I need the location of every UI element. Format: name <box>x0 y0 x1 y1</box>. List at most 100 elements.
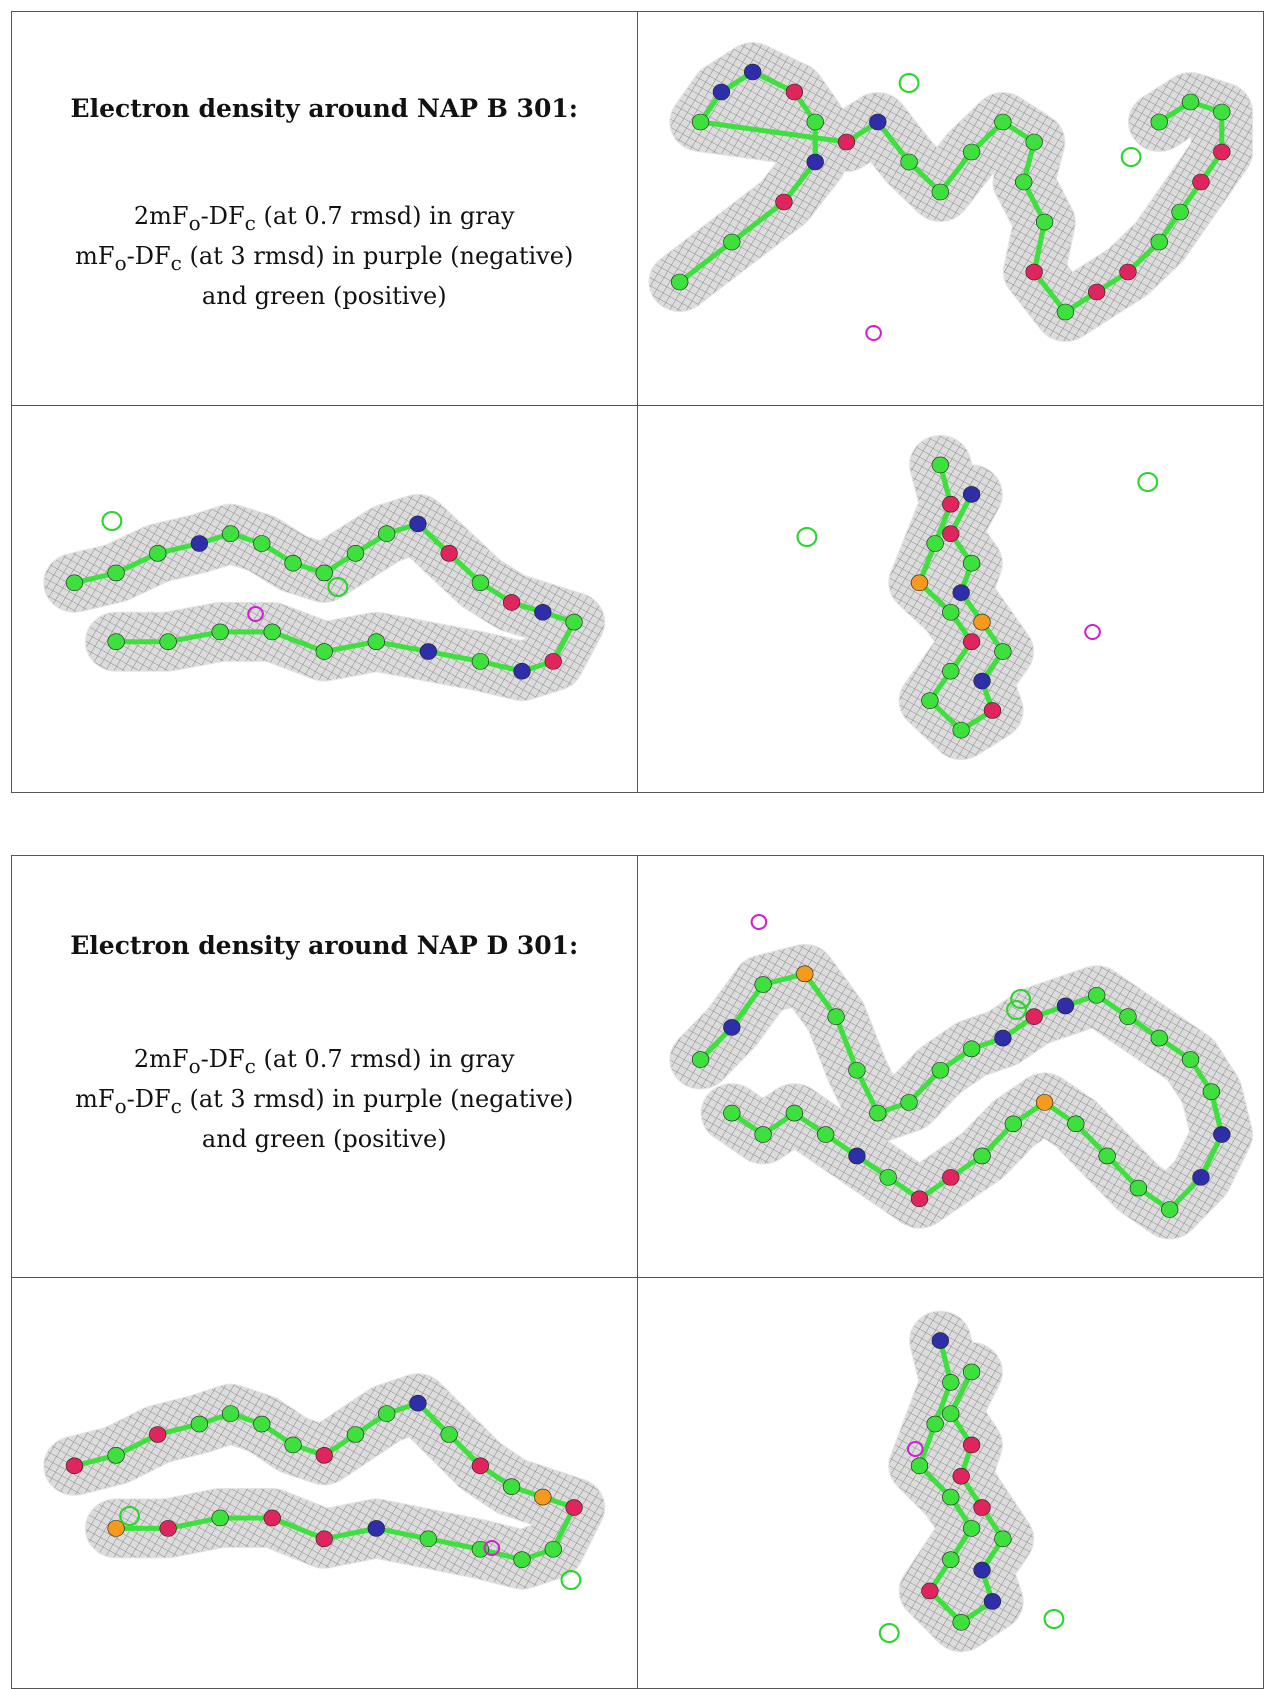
atom <box>1066 1115 1085 1133</box>
line2-prefix: mF <box>75 241 115 270</box>
atom <box>221 525 240 542</box>
atom <box>952 1467 970 1485</box>
nap-b-desc-line1: 2mFo-DFc (at 0.7 rmsd) in gray <box>12 200 637 240</box>
atom <box>993 113 1012 131</box>
line2-sub: o <box>114 250 127 275</box>
positive-density-blob <box>327 577 349 597</box>
positive-density-blob <box>1009 989 1031 1009</box>
nap-d-row-top: Electron density around NAP D 301: 2mFo-… <box>12 856 1263 1278</box>
atom <box>1150 113 1168 131</box>
atom <box>962 1363 980 1381</box>
atom <box>534 1488 552 1506</box>
atom <box>1056 997 1074 1015</box>
positive-density-blob <box>1005 1000 1027 1020</box>
atom <box>263 1509 281 1527</box>
atom <box>1087 283 1105 301</box>
nap-b-table: Electron density around NAP B 301: 2mFo-… <box>11 11 1264 793</box>
nap-b-view-3 <box>638 406 1264 792</box>
atom <box>910 574 928 592</box>
atom <box>1014 173 1032 191</box>
atom <box>837 133 855 151</box>
atom <box>962 143 980 161</box>
atom <box>315 643 333 660</box>
line1-mid: -DF <box>200 1045 245 1073</box>
nap-d-row-bottom <box>12 1278 1263 1688</box>
nap-d-desc-line1: 2mFo-DFc (at 0.7 rmsd) in gray <box>12 1043 637 1083</box>
atom <box>1024 133 1043 151</box>
atom <box>107 564 125 582</box>
atom <box>941 1405 959 1422</box>
atom <box>722 1019 740 1036</box>
atom <box>962 1520 980 1537</box>
atom <box>190 1415 208 1433</box>
atom <box>190 535 208 552</box>
atom <box>952 721 970 739</box>
atom <box>367 1520 385 1537</box>
nap-b-desc-line3: and green (positive) <box>201 281 447 310</box>
atom <box>899 153 918 171</box>
atom <box>65 574 84 592</box>
nap-d-view-1 <box>638 856 1264 1277</box>
line1-sub: o <box>188 1053 201 1078</box>
nap-d-view-3 <box>638 1278 1264 1688</box>
atom <box>1024 1008 1043 1025</box>
density-image <box>43 1373 606 1590</box>
atom <box>471 653 490 670</box>
line2-mid: -DF <box>126 241 171 270</box>
line2-rest: (at 3 rmsd) in purple (negative) <box>181 241 574 270</box>
nap-d-desc-line3: and green (positive) <box>201 1124 447 1153</box>
atom <box>513 1551 531 1568</box>
atom <box>65 1457 84 1475</box>
atom <box>941 1169 959 1186</box>
atom <box>107 1520 125 1537</box>
atom <box>346 545 365 562</box>
atom <box>107 633 125 651</box>
atom <box>211 1509 229 1527</box>
atom <box>315 1530 333 1548</box>
atom <box>1035 1094 1053 1111</box>
atom <box>941 662 959 680</box>
atom <box>565 1499 583 1516</box>
atom <box>367 633 385 651</box>
density-image <box>878 1310 1064 1653</box>
atom <box>440 545 458 562</box>
atom <box>795 965 813 983</box>
line1-sub: o <box>188 210 201 235</box>
atom <box>972 1499 991 1516</box>
atom <box>993 1530 1012 1548</box>
positive-density-blob <box>1043 1609 1064 1629</box>
atom <box>743 63 761 81</box>
atom <box>920 1582 939 1600</box>
atom <box>1024 263 1043 281</box>
nap-b-row-bottom <box>12 406 1263 792</box>
positive-density-blob <box>560 1570 582 1590</box>
atom <box>534 603 552 621</box>
negative-density-blob <box>1083 624 1101 640</box>
line2-sub2: c <box>170 1093 182 1118</box>
atom <box>409 1394 427 1412</box>
line1-mid: -DF <box>200 202 245 230</box>
atom <box>1212 103 1230 121</box>
atom <box>544 653 562 670</box>
atom <box>544 1540 562 1558</box>
atom <box>221 1405 240 1422</box>
atom <box>1212 143 1230 161</box>
atom <box>315 1447 333 1464</box>
atom <box>691 1051 709 1068</box>
nap-b-caption-cell: Electron density around NAP B 301: 2mFo-… <box>12 12 638 405</box>
line1-prefix: 2mF <box>133 202 189 230</box>
atom <box>753 976 772 993</box>
atom <box>1004 1115 1022 1133</box>
atom <box>931 1332 949 1349</box>
nap-d-caption-cell: Electron density around NAP D 301: 2mFo-… <box>12 856 638 1277</box>
atom <box>149 1426 167 1443</box>
density-mesh-edge <box>668 943 1253 1240</box>
atom <box>1181 1051 1199 1068</box>
atom <box>847 1147 866 1165</box>
atom <box>419 643 437 660</box>
line1-sub2: c <box>244 1053 256 1078</box>
atom <box>513 662 531 680</box>
positive-density-blob <box>119 1506 141 1526</box>
nap-d-view-2 <box>12 1278 638 1688</box>
atom <box>910 1457 928 1475</box>
